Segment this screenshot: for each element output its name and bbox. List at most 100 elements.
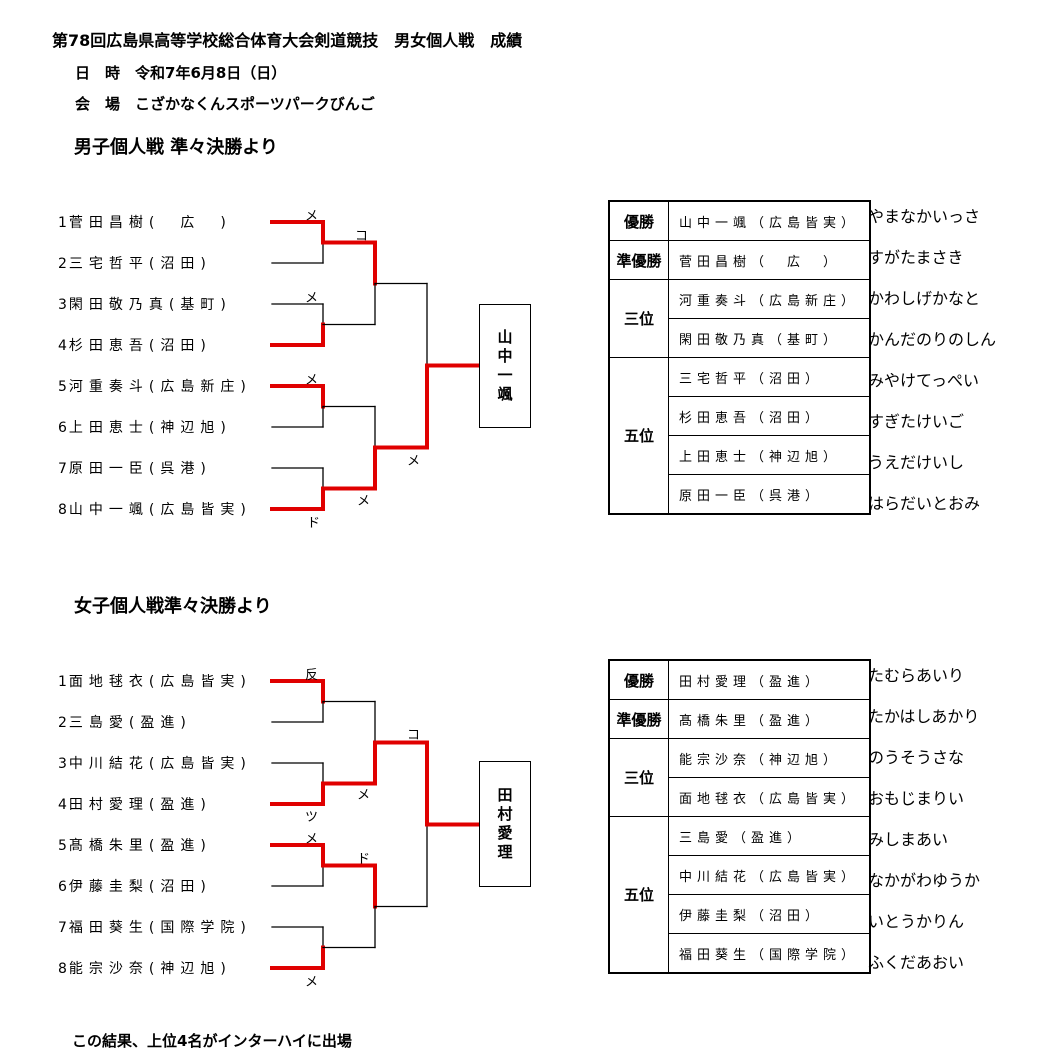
reading: うえだけいし	[868, 453, 965, 472]
player-name: 菅田昌樹( 広 )	[68, 215, 232, 231]
result-entry: 原田一臣（呉港）	[668, 474, 871, 515]
reading: たかはしあかり	[868, 707, 980, 726]
seed-number: 6	[58, 879, 67, 895]
venue-line: 会 場 こざかなくんスポーツパークびんご	[75, 95, 375, 113]
reading: のうそうさな	[868, 748, 965, 767]
player-name: 山中一颯(広島皆実)	[68, 502, 252, 518]
rank-label: 五位	[608, 816, 669, 974]
waza-label: メ	[305, 373, 319, 388]
rank-label: 準優勝	[608, 699, 669, 739]
rank-label: 準優勝	[608, 240, 669, 280]
result-entry: 中川結花（広島皆実）	[668, 855, 871, 895]
result-entry: 三島愛（盈進）	[668, 816, 871, 856]
result-entry: 閑田敬乃真（基町）	[668, 318, 871, 358]
women-winner-char: 愛	[497, 824, 513, 842]
waza-label: コ	[355, 229, 369, 244]
women-winner-char: 田	[497, 786, 513, 804]
women-winner-char: 理	[497, 843, 513, 861]
seed-number: 6	[58, 420, 67, 436]
rank-label: 五位	[608, 357, 669, 515]
result-entry: 能宗沙奈（神辺旭）	[668, 738, 871, 778]
seed-number: 5	[58, 379, 67, 395]
reading: なかがわゆうか	[868, 871, 981, 890]
waza-label: ド	[307, 516, 321, 531]
rank-label: 優勝	[608, 200, 669, 241]
player-name: 伊藤圭梨(沼田)	[68, 879, 212, 895]
seed-number: 3	[58, 756, 67, 772]
reading: たむらあいり	[868, 666, 965, 685]
result-entry: 三宅哲平（沼田）	[668, 357, 871, 397]
player-name: 原田一臣(呉港)	[68, 461, 212, 477]
seed-number: 1	[58, 215, 67, 231]
men-results-table: 優勝 山中一颯（広島皆実） 準優勝 菅田昌樹（ 広 ） 三位 河重奏斗（広島新庄…	[608, 200, 871, 515]
reading: おもじまりい	[868, 789, 965, 808]
player-name: 田村愛理(盈進)	[68, 797, 212, 813]
seed-number: 5	[58, 838, 67, 854]
result-entry: 杉田恵吾（沼田）	[668, 396, 871, 436]
player-name: 上田恵士(神辺旭)	[68, 420, 232, 436]
waza-label: メ	[357, 494, 371, 509]
waza-label: ツ	[305, 810, 319, 825]
women-winner-box: 田 村 愛 理	[479, 761, 531, 887]
reading: やまなかいっさ	[868, 207, 981, 226]
men-winner-char: 山	[497, 328, 513, 346]
player-name: 中川結花(広島皆実)	[68, 756, 252, 772]
player-name: 福田葵生(国際学院)	[68, 920, 252, 936]
men-winner-char: 颯	[497, 385, 513, 403]
player-name: 能宗沙奈(神辺旭)	[68, 961, 232, 977]
seed-number: 7	[58, 920, 67, 936]
waza-label: メ	[305, 209, 319, 224]
result-entry: 山中一颯（広島皆実）	[668, 200, 871, 241]
waza-label: ド	[357, 852, 371, 867]
footer-note: この結果、上位4名がインターハイに出場	[72, 1032, 352, 1050]
player-name: 髙橋朱里(盈進)	[68, 838, 212, 854]
result-entry: 福田葵生（国際学院）	[668, 933, 871, 974]
seed-number: 2	[58, 256, 67, 272]
seed-number: 3	[58, 297, 67, 313]
men-section-title: 男子個人戦 準々決勝より	[74, 137, 278, 158]
reading: かんだのりのしん	[868, 330, 997, 349]
waza-label: メ	[305, 291, 319, 306]
player-name: 河重奏斗(広島新庄)	[68, 379, 252, 395]
reading: すぎたけいご	[868, 412, 965, 431]
player-name: 杉田恵吾(沼田)	[68, 338, 212, 354]
date-line: 日 時 令和7年6月8日（日）	[75, 64, 287, 82]
player-name: 閑田敬乃真(基町)	[68, 297, 232, 313]
page-title: 第78回広島県高等学校総合体育大会剣道競技 男女個人戦 成績	[52, 31, 523, 50]
seed-number: 8	[58, 961, 67, 977]
women-results-table: 優勝 田村愛理（盈進） 準優勝 髙橋朱里（盈進） 三位 能宗沙奈（神辺旭） 面地…	[608, 659, 871, 974]
men-winner-char: 一	[497, 366, 513, 384]
reading: かわしげかなと	[868, 289, 981, 308]
men-winner-char: 中	[497, 347, 513, 365]
rank-label: 三位	[608, 279, 669, 358]
reading: ふくだあおい	[868, 953, 965, 972]
rank-label: 優勝	[608, 659, 669, 700]
result-entry: 髙橋朱里（盈進）	[668, 699, 871, 739]
reading: みしまあい	[868, 830, 949, 849]
waza-label: メ	[407, 454, 421, 469]
waza-label: コ	[407, 728, 421, 743]
reading: はらだいとおみ	[868, 494, 981, 513]
player-name: 面地毬衣(広島皆実)	[68, 674, 252, 690]
player-name: 三宅哲平(沼田)	[68, 256, 212, 272]
reading: みやけてっぺい	[868, 371, 980, 390]
waza-label: メ	[305, 832, 319, 847]
